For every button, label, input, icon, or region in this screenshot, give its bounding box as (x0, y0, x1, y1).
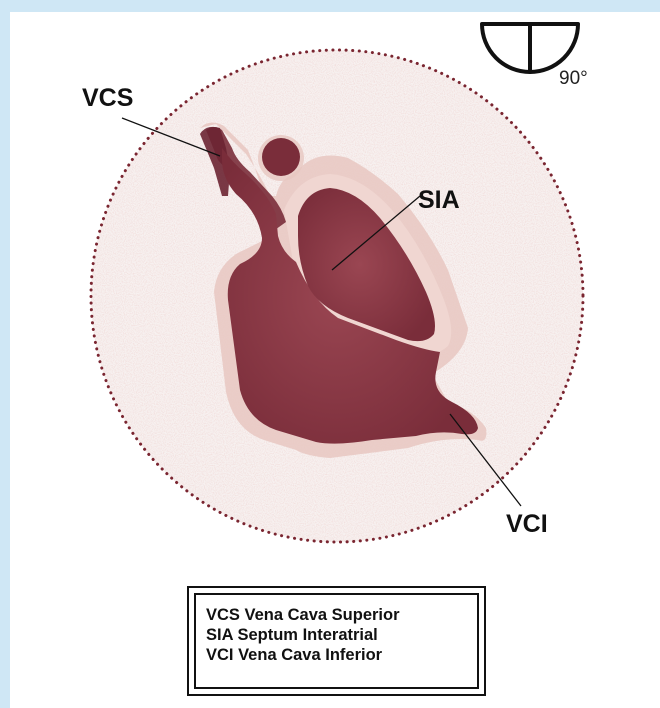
aortic-section (258, 135, 304, 181)
vci-label: VCI (506, 510, 548, 539)
probe-orientation-icon (482, 24, 578, 72)
legend-item-vci: VCI Vena Cava Inferior (206, 645, 477, 665)
vcs-label: VCS (82, 84, 133, 113)
legend-box: VCS Vena Cava Superior SIA Septum Intera… (187, 586, 486, 696)
legend-item-vcs: VCS Vena Cava Superior (206, 605, 477, 625)
probe-angle-label: 90° (559, 68, 588, 90)
legend-item-sia: SIA Septum Interatrial (206, 625, 477, 645)
sia-label: SIA (418, 186, 460, 215)
legend-inner-frame: VCS Vena Cava Superior SIA Septum Intera… (194, 593, 479, 689)
